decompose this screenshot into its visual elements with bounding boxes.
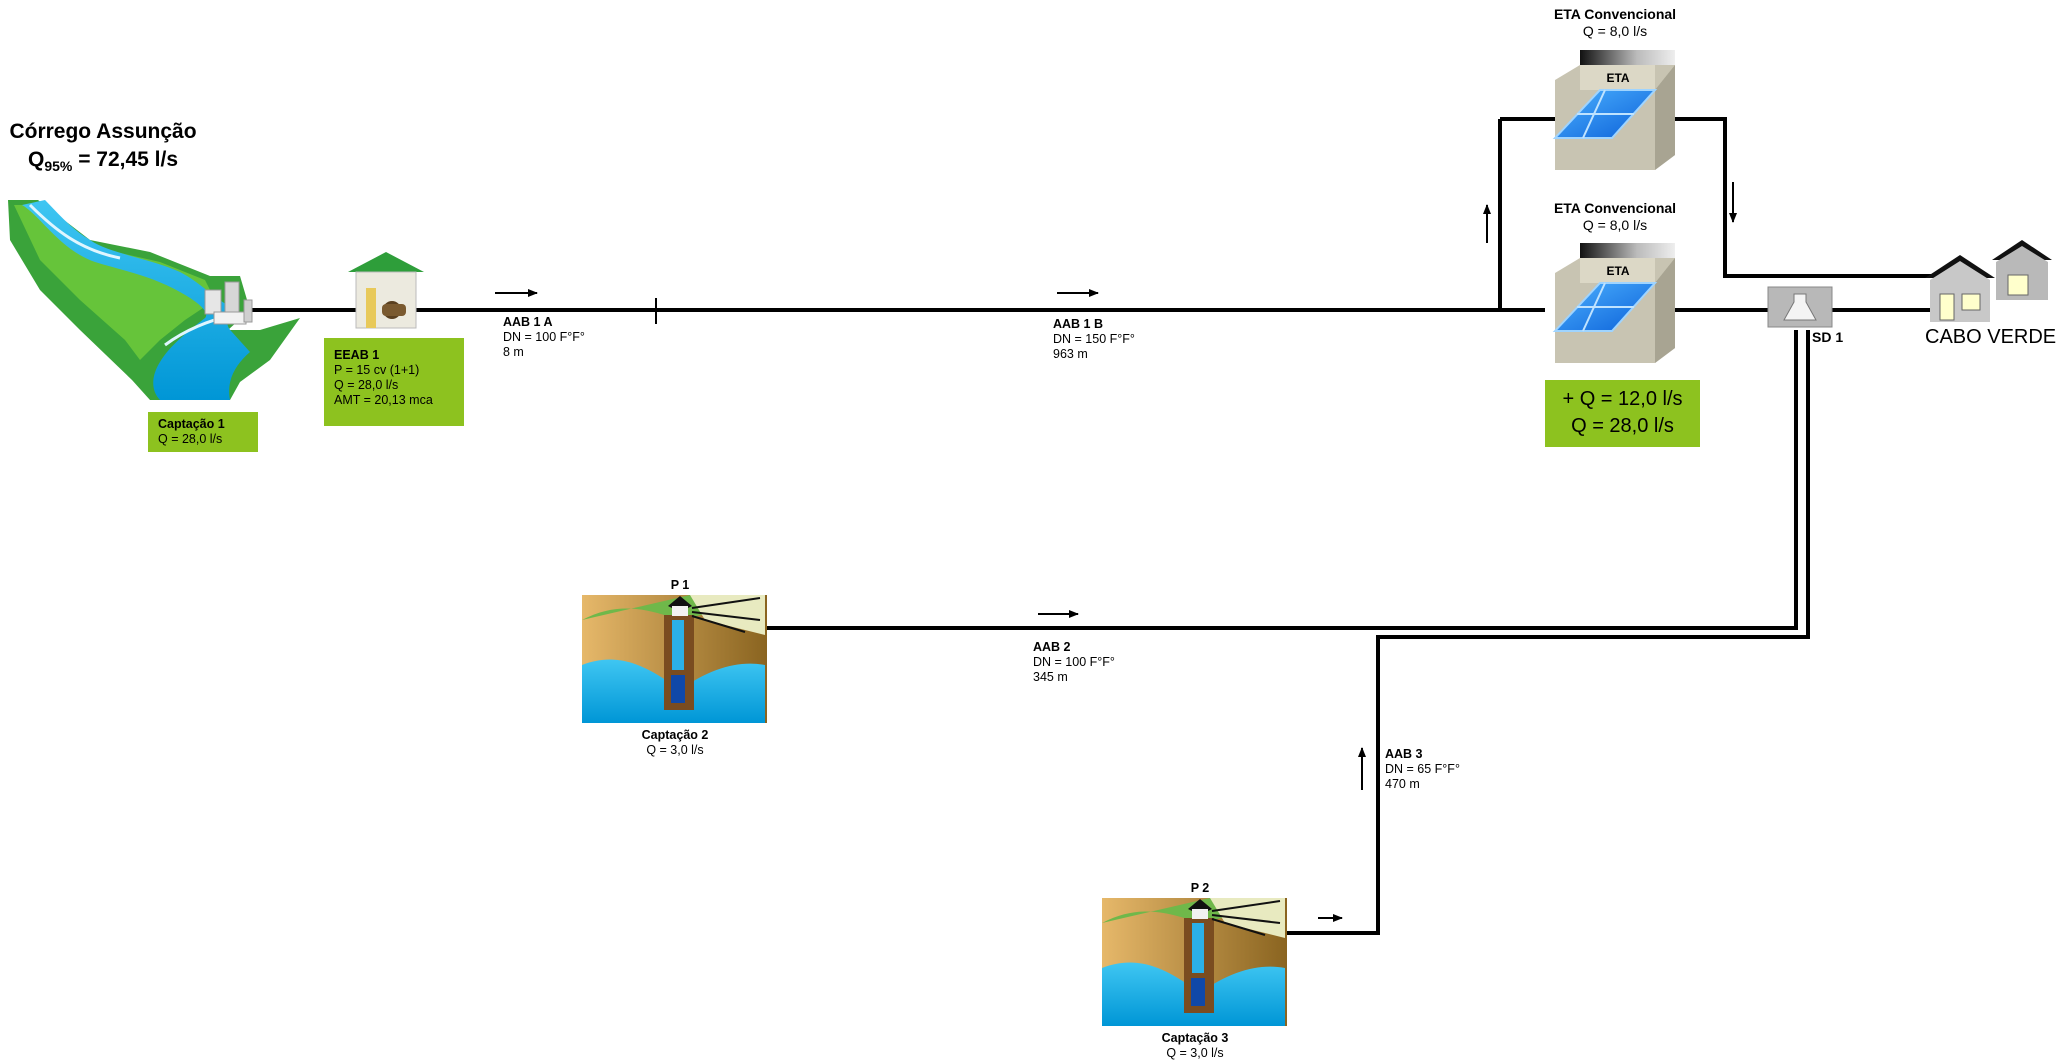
pump-station-flow: Q = 28,0 l/s <box>334 378 399 392</box>
pipeline-dn: DN = 100 F°F° <box>1033 655 1115 669</box>
pipe-aab-3 <box>1285 635 1808 935</box>
well-2-illustration <box>1102 898 1287 1026</box>
pump-station-power: P = 15 cv (1+1) <box>334 363 420 377</box>
river-intake-illustration <box>8 200 300 400</box>
reservoir-icon <box>1767 286 1833 328</box>
source-flow-subscript: 95% <box>44 158 73 175</box>
pipeline-length: 345 m <box>1033 670 1068 684</box>
flow-summary-added: + Q = 12,0 l/s <box>1562 388 1683 410</box>
treatment-plant-1-title: ETA Convencional Q = 8,0 l/s <box>1515 6 1715 40</box>
pipeline-aab-1b-label: AAB 1 B DN = 150 F°F° 963 m <box>1053 317 1135 362</box>
pump-station-box: EEAB 1 P = 15 cv (1+1) Q = 28,0 l/s AMT … <box>324 338 464 426</box>
treatment-plant-1-building-label: ETA <box>1606 71 1630 85</box>
flow-summary-box: + Q = 12,0 l/s Q = 28,0 l/s <box>1545 380 1700 447</box>
pipeline-name: AAB 2 <box>1033 640 1071 654</box>
source-title: Córrego Assunção Q95% = 72,45 l/s <box>0 118 206 180</box>
flow-summary-total: Q = 28,0 l/s <box>1571 415 1674 437</box>
pipe-network <box>240 117 1935 935</box>
pipeline-aab-1a-label: AAB 1 A DN = 100 F°F° 8 m <box>503 315 585 360</box>
intake-1-box: Captação 1 Q = 28,0 l/s <box>148 412 258 452</box>
well-2-label: P 2 <box>1190 881 1210 895</box>
pump-station-name: EEAB 1 <box>334 348 380 362</box>
pipeline-name: AAB 1 B <box>1053 317 1104 331</box>
pipeline-length: 963 m <box>1053 347 1088 361</box>
intake-flow: Q = 3,0 l/s <box>1166 1046 1224 1060</box>
pipe-from-eta1 <box>1645 117 1935 278</box>
pipeline-aab-3-label: AAB 3 DN = 65 F°F° 470 m <box>1385 747 1460 792</box>
intake-name: Captação 3 <box>1161 1031 1229 1045</box>
pipeline-length: 8 m <box>503 345 524 359</box>
treatment-plant-name: ETA Convencional <box>1553 6 1677 22</box>
pipeline-dn: DN = 100 F°F° <box>503 330 585 344</box>
source-flow: Q95% = 72,45 l/s <box>0 146 206 180</box>
treatment-plant-name: ETA Convencional <box>1553 200 1677 216</box>
treatment-plant-flow: Q = 8,0 l/s <box>1582 23 1648 39</box>
intake-2-label: Captação 2 Q = 3,0 l/s <box>615 728 735 758</box>
source-name: Córrego Assunção <box>9 120 197 143</box>
flow-arrows <box>495 182 1737 922</box>
pipeline-name: AAB 1 A <box>503 315 553 329</box>
pipeline-aab-2-label: AAB 2 DN = 100 F°F° 345 m <box>1033 640 1115 685</box>
intake-1-flow: Q = 28,0 l/s <box>158 432 223 446</box>
pump-station-head: AMT = 20,13 mca <box>334 393 433 407</box>
treatment-plant-flow: Q = 8,0 l/s <box>1582 217 1648 233</box>
city-houses-icon <box>1925 240 2052 322</box>
well-1-label: P 1 <box>670 578 690 592</box>
treatment-plant-2-title: ETA Convencional Q = 8,0 l/s <box>1515 200 1715 234</box>
city-name: CABO VERDE <box>1925 326 2057 348</box>
treatment-plant-1-icon <box>1552 50 1675 170</box>
well-1-illustration <box>582 595 767 723</box>
intake-1-name: Captação 1 <box>158 417 225 431</box>
treatment-plant-2-icon <box>1552 243 1675 363</box>
reservoir-label: SD 1 <box>1812 329 1844 345</box>
pipeline-length: 470 m <box>1385 777 1420 791</box>
source-flow-value: = 72,45 l/s <box>78 148 179 171</box>
pump-house-icon <box>348 252 424 329</box>
pipeline-dn: DN = 65 F°F° <box>1385 762 1460 776</box>
source-flow-symbol: Q <box>27 148 45 171</box>
pipeline-dn: DN = 150 F°F° <box>1053 332 1135 346</box>
intake-flow: Q = 3,0 l/s <box>646 743 704 757</box>
intake-name: Captação 2 <box>641 728 709 742</box>
treatment-plant-2-building-label: ETA <box>1606 264 1630 278</box>
pipeline-name: AAB 3 <box>1385 747 1423 761</box>
